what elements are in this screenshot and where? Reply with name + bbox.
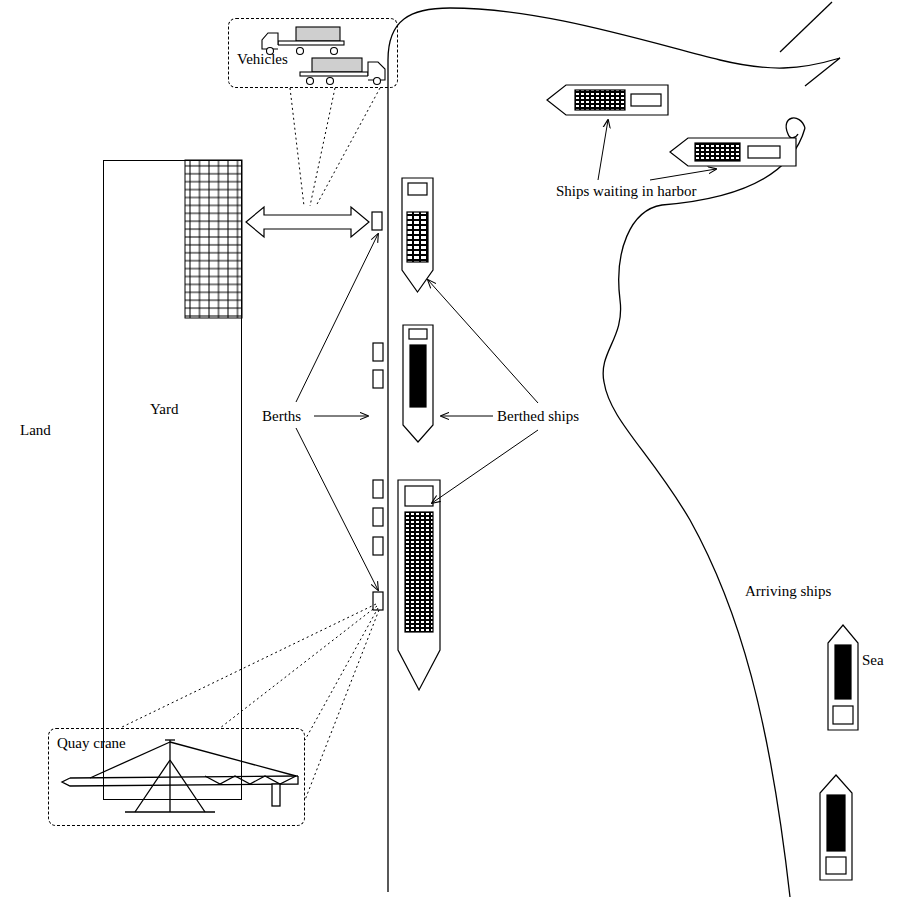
arriving-ship	[820, 625, 858, 880]
label-arrow	[428, 280, 538, 403]
quay-crane-symbol	[169, 740, 170, 812]
coastline	[780, 2, 832, 52]
coastline	[388, 2, 840, 897]
callout-leader	[310, 88, 335, 206]
truck	[307, 78, 314, 85]
waiting-ship	[547, 85, 796, 166]
label-arrow	[296, 428, 378, 590]
waiting-ship	[695, 143, 740, 161]
waiting-ship	[670, 138, 796, 166]
arriving-ship	[826, 857, 846, 874]
truck	[297, 48, 304, 55]
waiting-ship	[748, 146, 780, 158]
truck	[327, 78, 334, 85]
quay-crane-callout: Quay crane	[48, 728, 305, 826]
berth-marker	[373, 508, 383, 526]
coastline	[388, 8, 840, 892]
coastline	[603, 128, 805, 897]
arriving-ship	[828, 625, 858, 730]
berthed-ship	[398, 480, 440, 690]
label-arrow	[296, 234, 378, 402]
truck	[300, 72, 368, 76]
berth-marker	[373, 343, 383, 361]
waiting-ship	[575, 90, 625, 110]
berthed-ship	[405, 486, 433, 506]
quay-crane-symbol	[272, 784, 280, 806]
truck	[374, 78, 381, 85]
label-arrow	[650, 169, 716, 180]
callout-leader	[120, 604, 376, 728]
region-label: Sea	[862, 652, 884, 669]
quay-crane-symbol	[62, 776, 298, 786]
callout-leader	[305, 610, 379, 800]
node-title: Quay crane	[57, 735, 126, 752]
node-title: Yard	[150, 401, 178, 418]
quay-crane-symbol	[165, 739, 175, 740]
berthed-ship	[408, 183, 427, 195]
area-label: Ships waiting in harbor	[556, 183, 696, 200]
berth-marker	[373, 592, 383, 610]
waiting-ship	[547, 85, 668, 115]
callout-leader	[305, 608, 378, 740]
node-title: Vehicles	[237, 51, 288, 68]
label-arrow	[432, 430, 538, 503]
berth-marker	[373, 537, 383, 555]
arriving-ship	[833, 706, 853, 724]
truck	[278, 41, 344, 45]
berthed-ship	[407, 212, 428, 262]
truck	[331, 48, 338, 55]
berth-marker	[373, 370, 383, 388]
callout-leader	[220, 606, 377, 728]
area-label: Arriving ships	[745, 583, 831, 600]
vehicles-callout: Vehicles	[228, 18, 398, 88]
label-arrow	[296, 120, 716, 590]
truck	[312, 58, 362, 72]
quay-crane-symbol	[135, 760, 205, 812]
quay-crane-symbol	[205, 776, 296, 784]
yard-area: Yard	[103, 160, 242, 800]
callout-leader	[120, 604, 379, 800]
berth-marker	[372, 212, 382, 230]
arriving-ship	[820, 775, 852, 880]
label-arrow	[314, 416, 368, 417]
yard-containers	[185, 160, 242, 318]
quay-crane-symbol	[170, 742, 296, 776]
callout-leader	[316, 88, 380, 206]
berthed-ship	[403, 325, 433, 442]
label-arrow	[441, 416, 493, 417]
callout-leader	[290, 88, 304, 206]
part-label: Berths	[262, 408, 301, 425]
berthed-ship	[398, 178, 440, 690]
region-label: Land	[20, 422, 51, 439]
berthed-ship	[405, 512, 433, 632]
berthed-ship	[409, 329, 427, 339]
arriving-ship	[835, 645, 851, 699]
truck	[296, 27, 340, 41]
berth-marker	[373, 480, 383, 498]
callout-leader	[290, 88, 380, 206]
label-arrow	[598, 120, 608, 180]
berth-marker	[372, 212, 383, 610]
part-label: Berthed ships	[497, 408, 579, 425]
waiting-ship	[631, 94, 661, 106]
transfer-arrow	[246, 207, 369, 237]
truck	[262, 33, 278, 49]
quay-crane-symbol	[125, 811, 215, 812]
berthed-ship	[402, 178, 433, 292]
arriving-ship	[827, 795, 845, 851]
berthed-ship	[410, 345, 426, 407]
